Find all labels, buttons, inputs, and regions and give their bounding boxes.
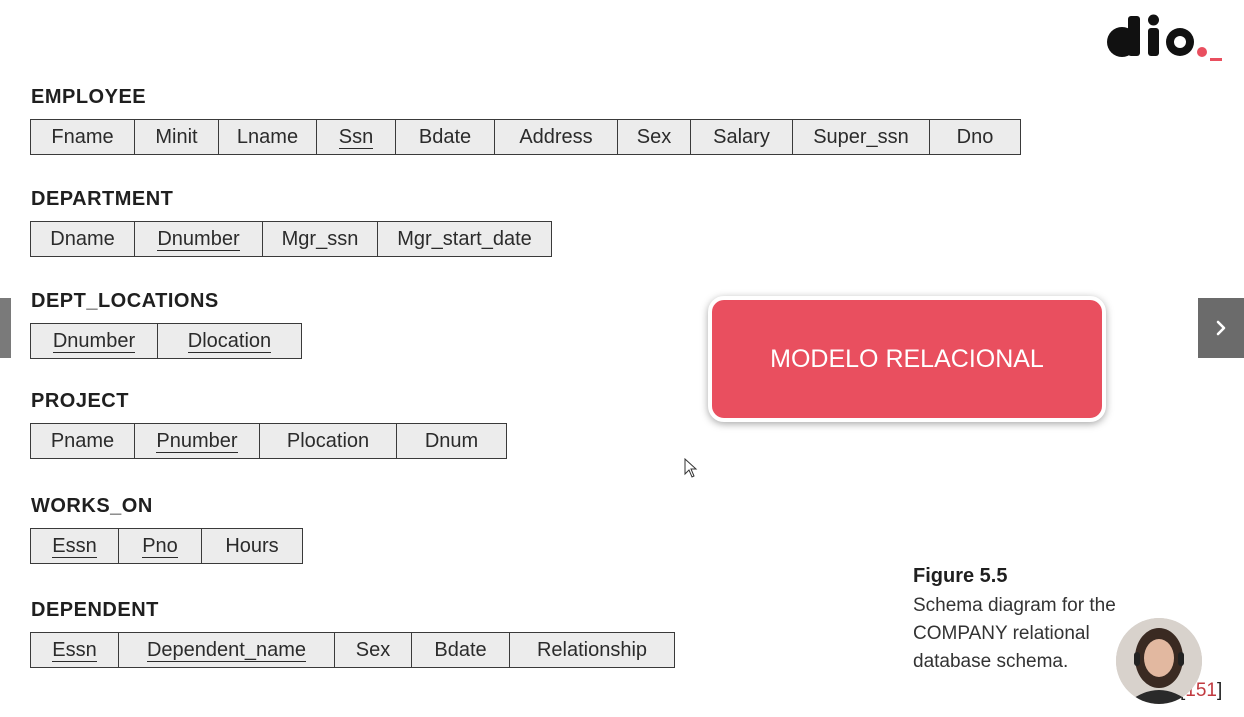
key-attribute-cell: Dlocation <box>158 324 301 358</box>
relation-name: WORKS_ON <box>31 495 153 517</box>
attribute-label: Relationship <box>536 639 648 661</box>
relation-attributes-row: Essn Dependent_name Sex Bdate Relationship <box>30 632 675 668</box>
attribute-label: Pnumber <box>156 429 238 453</box>
relation-name: DEPENDENT <box>31 599 159 621</box>
attribute-label: Ssn <box>338 125 374 149</box>
attribute-label: Bdate <box>418 126 472 148</box>
relation-name: DEPT_LOCATIONS <box>31 290 219 312</box>
attribute-label: Pno <box>142 534 178 558</box>
attribute-cell: Hours <box>202 529 302 563</box>
key-attribute-cell: Essn <box>31 633 119 667</box>
relation-name: DEPARTMENT <box>31 188 174 210</box>
attribute-label: Pname <box>50 430 115 452</box>
key-attribute-cell: Pnumber <box>135 424 260 458</box>
attribute-cell: Sex <box>618 120 691 154</box>
attribute-label: Sex <box>355 639 391 661</box>
attribute-label: Dname <box>50 228 115 250</box>
attribute-label: Sex <box>636 126 672 148</box>
attribute-cell: Fname <box>31 120 135 154</box>
previous-slide-button[interactable] <box>0 298 11 358</box>
attribute-cell: Dno <box>930 120 1020 154</box>
key-attribute-cell: Essn <box>31 529 119 563</box>
person-icon <box>1116 618 1202 704</box>
attribute-label: Plocation <box>286 430 370 452</box>
relation-attributes-row: Essn Pno Hours <box>30 528 303 564</box>
caption-line: Schema diagram for the <box>913 595 1116 616</box>
bracket-close: ] <box>1216 680 1223 701</box>
attribute-cell: Dnum <box>397 424 506 458</box>
key-attribute-cell: Dependent_name <box>119 633 335 667</box>
figure-caption: Figure 5.5 Schema diagram for the COMPAN… <box>913 565 1163 676</box>
relation-name: PROJECT <box>31 390 129 412</box>
caption-line: COMPANY relational <box>913 623 1090 644</box>
attribute-cell: Lname <box>219 120 317 154</box>
relation-attributes-row: Dname Dnumber Mgr_ssn Mgr_start_date <box>30 221 552 257</box>
presenter-webcam-avatar <box>1116 618 1202 704</box>
modelo-relacional-badge: MODELO RELACIONAL <box>708 296 1106 422</box>
attribute-label: Dnum <box>424 430 479 452</box>
chevron-right-icon <box>1216 320 1226 336</box>
attribute-cell: Mgr_ssn <box>263 222 378 256</box>
attribute-cell: Minit <box>135 120 219 154</box>
attribute-label: Dependent_name <box>146 638 306 662</box>
key-attribute-cell: Dnumber <box>135 222 263 256</box>
attribute-label: Lname <box>236 126 299 148</box>
attribute-cell: Bdate <box>396 120 495 154</box>
attribute-label: Fname <box>51 126 114 148</box>
attribute-cell: Dname <box>31 222 135 256</box>
relation-attributes-row: Fname Minit Lname Ssn Bdate Address Sex Salary S… <box>30 119 1021 155</box>
attribute-label: Super_ssn <box>813 126 909 148</box>
attribute-label: Mgr_ssn <box>281 228 359 250</box>
attribute-cell: Salary <box>691 120 793 154</box>
relation-attributes-row: Dnumber Dlocation <box>30 323 302 359</box>
attribute-label: Hours <box>225 535 279 557</box>
next-slide-button[interactable] <box>1198 298 1244 358</box>
attribute-cell: Relationship <box>510 633 674 667</box>
figure-caption-text: Schema diagram for the COMPANY relationa… <box>913 592 1163 676</box>
attribute-label: Dlocation <box>187 329 272 353</box>
dio-logo <box>1107 14 1222 61</box>
attribute-cell: Address <box>495 120 618 154</box>
attribute-label: Bdate <box>434 639 487 661</box>
attribute-label: Address <box>519 126 593 148</box>
badge-label: MODELO RELACIONAL <box>770 344 1044 373</box>
attribute-label: Dnumber <box>157 227 240 251</box>
attribute-cell: Mgr_start_date <box>378 222 551 256</box>
key-attribute-cell: Dnumber <box>31 324 158 358</box>
attribute-label: Dnumber <box>52 329 136 353</box>
attribute-cell: Super_ssn <box>793 120 930 154</box>
key-attribute-cell: Ssn <box>317 120 396 154</box>
attribute-label: Essn <box>52 534 97 558</box>
figure-title: Figure 5.5 <box>913 565 1008 587</box>
relation-name: EMPLOYEE <box>31 86 147 108</box>
attribute-cell: Plocation <box>260 424 397 458</box>
relation-attributes-row: Pname Pnumber Plocation Dnum <box>30 423 507 459</box>
caption-line: database schema. <box>913 651 1069 672</box>
attribute-label: Dno <box>956 126 994 148</box>
attribute-label: Salary <box>713 126 770 148</box>
attribute-cell: Pname <box>31 424 135 458</box>
attribute-cell: Sex <box>335 633 412 667</box>
attribute-label: Minit <box>155 126 198 148</box>
attribute-cell: Bdate <box>412 633 510 667</box>
attribute-label: Mgr_start_date <box>397 228 532 250</box>
key-attribute-cell: Pno <box>119 529 202 563</box>
attribute-label: Essn <box>52 638 97 662</box>
mouse-cursor-icon <box>684 458 698 478</box>
